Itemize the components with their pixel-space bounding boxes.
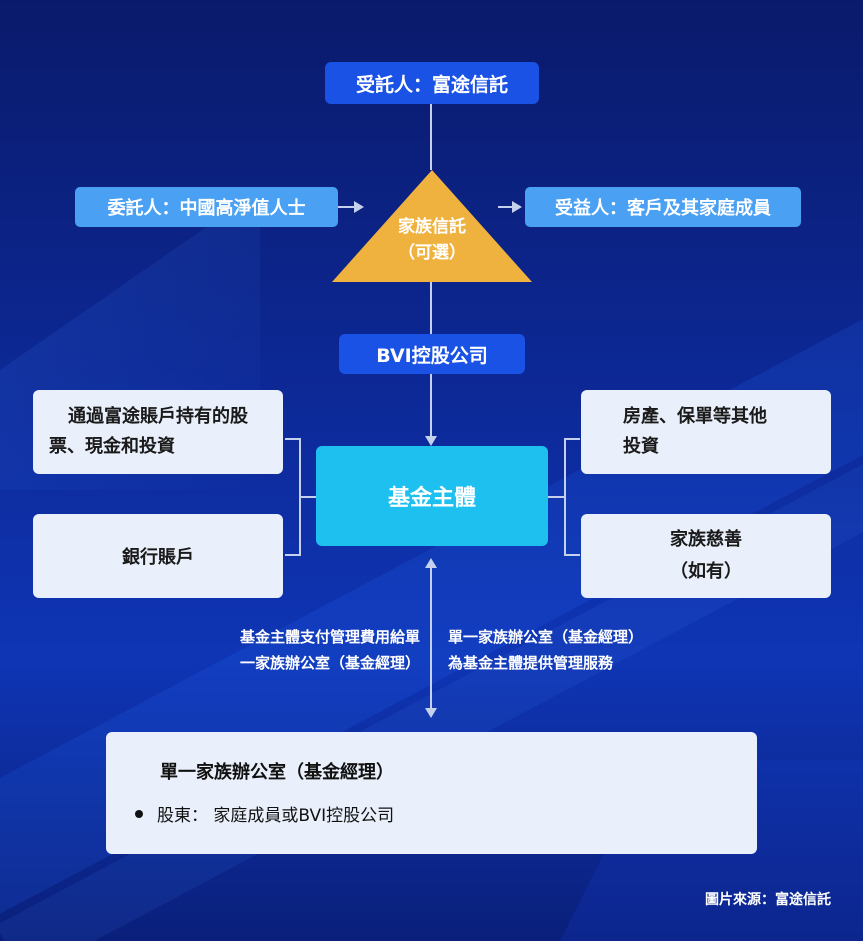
connector-fund-manager bbox=[430, 566, 432, 710]
beneficiary-box: 受益人：客戶及其家庭成員 bbox=[525, 187, 801, 227]
fund-entity-box: 基金主體 bbox=[316, 446, 548, 546]
family-office-shareholder: 股東： 家庭成員或BVI控股公司 bbox=[135, 801, 394, 826]
trustee-box: 受託人：富途信託 bbox=[325, 62, 539, 104]
shareholder-text: 股東： 家庭成員或BVI控股公司 bbox=[157, 806, 395, 826]
family-office-title: 單一家族辦公室（基金經理） bbox=[160, 762, 394, 783]
family-trust-label-line2: （可選） bbox=[398, 243, 466, 263]
bracket-right bbox=[564, 438, 580, 440]
asset-label: 投資 bbox=[623, 436, 659, 457]
settlor-box: 委託人：中國高淨值人士 bbox=[75, 187, 338, 227]
arrow-down-icon bbox=[425, 708, 437, 718]
asset-box-right-1: 房產、保單等其他 投資 bbox=[581, 390, 831, 474]
family-trust-label: 家族信託 （可選） bbox=[372, 214, 492, 266]
arrow-up-icon bbox=[425, 558, 437, 568]
caption-left: 基金主體支付管理費用給單 一家族辦公室（基金經理） bbox=[190, 624, 420, 676]
connector-bvi-fund bbox=[430, 374, 432, 436]
caption-line: 為基金主體提供管理服務 bbox=[448, 654, 614, 672]
asset-label: 家族慈善 bbox=[670, 529, 742, 550]
asset-label: 銀行賬戶 bbox=[122, 547, 194, 568]
family-trust-label-line1: 家族信託 bbox=[398, 217, 466, 237]
asset-label: （如有） bbox=[670, 561, 742, 582]
asset-box-left-1: 通過富途賬戶持有的股 票、現金和投資 bbox=[33, 390, 283, 474]
image-source: 圖片來源：富途信託 bbox=[705, 892, 831, 908]
asset-label: 通過富途賬戶持有的股 bbox=[68, 406, 248, 427]
caption-right: 單一家族辦公室（基金經理） 為基金主體提供管理服務 bbox=[448, 624, 708, 676]
caption-line: 基金主體支付管理費用給單 bbox=[239, 628, 420, 646]
bvi-holding-box: BVI控股公司 bbox=[339, 334, 525, 374]
bracket-left bbox=[299, 496, 317, 498]
asset-label: 房產、保單等其他 bbox=[623, 406, 767, 427]
bracket-left bbox=[285, 438, 301, 440]
asset-label: 票、現金和投資 bbox=[49, 436, 175, 457]
bracket-right bbox=[564, 554, 580, 556]
bracket-right bbox=[548, 496, 566, 498]
bracket-left bbox=[285, 554, 301, 556]
connector-trustee-trust bbox=[430, 104, 432, 170]
caption-line: 單一家族辦公室（基金經理） bbox=[448, 628, 644, 646]
arrow-down-icon bbox=[425, 436, 437, 446]
caption-line: 一家族辦公室（基金經理） bbox=[239, 654, 420, 672]
family-office-box bbox=[106, 732, 757, 854]
family-trust-triangle bbox=[332, 170, 532, 282]
asset-box-left-2: 銀行賬戶 bbox=[33, 514, 283, 598]
asset-box-right-2: 家族慈善 （如有） bbox=[581, 514, 831, 598]
bullet-icon bbox=[135, 809, 143, 818]
connector-trust-bvi bbox=[430, 282, 432, 336]
